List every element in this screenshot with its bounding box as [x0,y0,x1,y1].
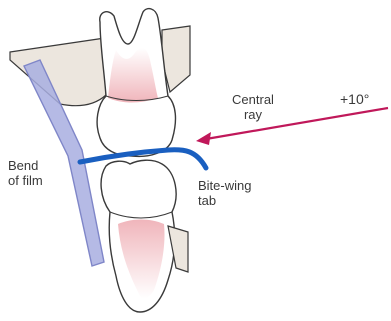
bend-of-film-label: Bend of film [8,158,43,188]
central-ray-label-line1: Central [215,92,291,107]
bend-label-line2: of film [8,173,43,188]
bend-label-line1: Bend [8,158,43,173]
central-ray-label: Central ray [215,92,291,122]
tab-label-line2: tab [198,193,251,208]
bite-wing-tab-label: Bite-wing tab [198,178,251,208]
angle-label: +10° [340,92,369,107]
central-ray-label-line2: ray [215,107,291,122]
upper-gum [10,38,106,106]
tab-label-line1: Bite-wing [198,178,251,193]
central-ray-arrowhead [196,132,211,145]
